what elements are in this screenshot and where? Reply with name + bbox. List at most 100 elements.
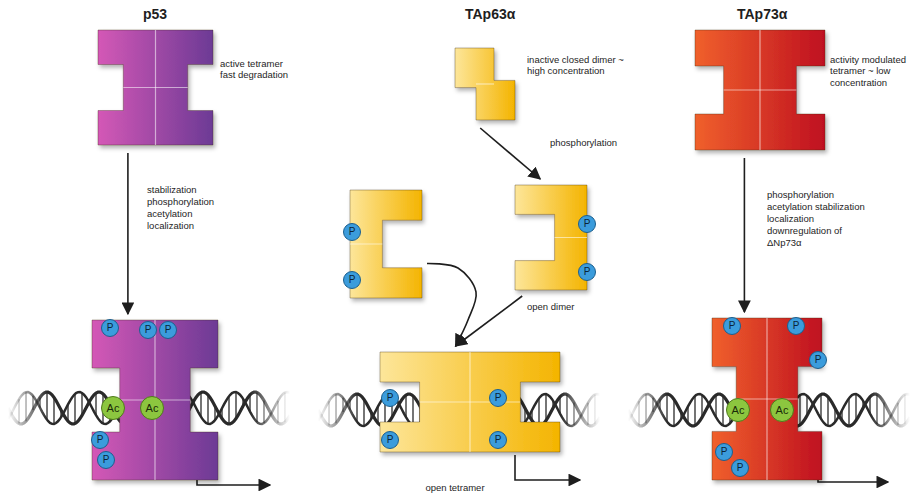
phospho-mark: P — [159, 321, 177, 339]
base-pair — [673, 399, 674, 426]
dna-strand — [8, 392, 290, 424]
phospho-mark: P — [731, 459, 749, 477]
phospho-mark: P — [715, 443, 733, 461]
protein-body — [98, 30, 213, 145]
dna-strand — [8, 392, 290, 424]
protein-shape — [98, 30, 213, 145]
acetyl-mark: Ac — [101, 396, 125, 420]
process-arrow — [480, 128, 540, 179]
base-pair — [412, 396, 413, 426]
open-dimer: PP — [350, 190, 422, 298]
subunit-divider — [555, 237, 587, 238]
base-pair — [855, 394, 856, 421]
base-pair — [799, 395, 800, 425]
base-pair — [820, 394, 821, 418]
base-pair — [566, 394, 567, 424]
phospho-mark: P — [97, 451, 115, 469]
base-pair — [594, 395, 595, 425]
subunit-divider — [350, 243, 382, 244]
protein-body — [712, 318, 822, 480]
phospho-mark: P — [381, 431, 399, 449]
p73-tetramer: TAp73αactivity modulated tetramer ~ low … — [695, 30, 825, 150]
acetyl-mark: Ac — [770, 398, 794, 422]
base-pair — [284, 393, 285, 423]
state-description: active tetramer fast degradation — [220, 58, 300, 81]
protein-shape — [455, 48, 515, 120]
process-arrow — [456, 296, 523, 346]
base-pair — [363, 399, 364, 426]
base-pair — [694, 396, 695, 426]
base-pair — [876, 394, 877, 424]
phospho-mark: P — [723, 317, 741, 335]
protein-shape — [695, 30, 825, 150]
base-pair — [25, 392, 26, 421]
subunit-divider — [123, 87, 187, 88]
phospho-mark: P — [489, 389, 507, 407]
edge-label: phosphorylation acetylation stabilizatio… — [765, 188, 877, 249]
phospho-mark: P — [809, 351, 827, 369]
subunit-divider — [476, 83, 494, 84]
p53-dna-complex: PPPPPAcAc — [92, 320, 218, 480]
transcription-arrow — [515, 455, 580, 480]
phospho-mark: P — [343, 223, 361, 241]
protein-body — [92, 320, 218, 480]
protein-body — [695, 30, 825, 150]
phospho-mark: P — [101, 319, 119, 337]
protein-shape — [515, 185, 587, 290]
base-pair — [356, 394, 357, 422]
base-pair — [228, 396, 229, 424]
base-pair — [207, 395, 208, 424]
phospho-mark: P — [91, 431, 109, 449]
open-tetramer: PPPPopen tetramer — [380, 352, 560, 452]
base-pair — [235, 392, 236, 419]
state-caption: open tetramer — [405, 482, 505, 493]
base-pair — [335, 394, 336, 423]
protein-name: TAp63α — [465, 6, 515, 23]
base-pair — [666, 394, 667, 422]
p53-tetramer: p53active tetramer fast degradation — [98, 30, 213, 145]
open-dimer: PPopen dimer — [515, 185, 587, 290]
closed-dimer: TAp63αinactive closed dimer ~ high conce… — [455, 48, 515, 120]
protein-name: TAp73α — [737, 6, 787, 23]
phospho-mark: P — [489, 431, 507, 449]
protein-body — [455, 48, 515, 120]
base-pair — [328, 401, 329, 425]
base-pair — [200, 392, 201, 416]
edge-label: phosphorylation — [548, 136, 662, 150]
p73-dna-complex: PPPPPAcAc — [712, 318, 822, 480]
base-pair — [904, 395, 905, 425]
protein-name: p53 — [143, 6, 167, 23]
phospho-mark: P — [578, 263, 596, 281]
base-pair — [645, 394, 646, 423]
acetyl-mark: Ac — [140, 396, 164, 420]
base-pair — [638, 401, 639, 425]
base-pair — [18, 399, 19, 423]
base-pair — [827, 397, 828, 426]
phospho-mark: P — [381, 389, 399, 407]
subunit-divider — [724, 89, 797, 90]
base-pair — [256, 392, 257, 422]
base-pair — [848, 398, 849, 426]
transcription-arrow — [818, 455, 888, 482]
base-pair — [545, 394, 546, 421]
protein-body — [515, 185, 587, 290]
phospho-mark: P — [343, 271, 361, 289]
state-description: activity modulated tetramer ~ low concen… — [830, 54, 914, 88]
state-caption: open dimer — [527, 301, 575, 312]
process-arrow — [744, 158, 746, 312]
state-description: inactive closed dimer ~ high concentrati… — [527, 54, 625, 77]
base-pair — [53, 397, 54, 424]
acetyl-mark: Ac — [726, 398, 750, 422]
process-arrow — [427, 263, 476, 346]
base-pair — [722, 396, 723, 426]
edge-label: stabilization phosphorylation acetylatio… — [145, 183, 229, 233]
protein-shape — [380, 352, 560, 452]
process-arrow — [127, 153, 129, 314]
base-pair — [74, 394, 75, 424]
protein-body — [380, 352, 560, 452]
phospho-mark: P — [787, 317, 805, 335]
phospho-mark: P — [578, 215, 596, 233]
base-pair — [46, 392, 47, 420]
phospho-mark: P — [139, 321, 157, 339]
